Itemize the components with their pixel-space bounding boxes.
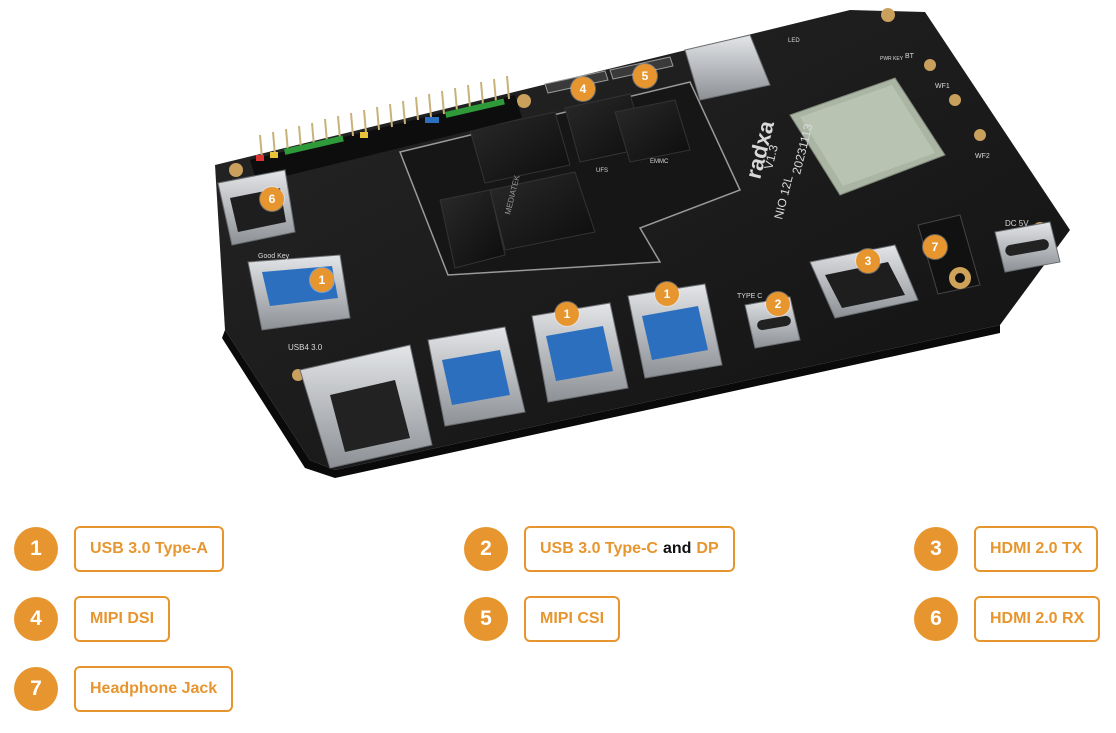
legend-item-4: 4 MIPI DSI xyxy=(14,596,171,642)
marker-hdmi-rx: 6 xyxy=(260,187,284,211)
antenna-connector xyxy=(924,59,936,71)
legend-item-1: 1 USB 3.0 Type-A xyxy=(14,526,224,572)
legend-badge: 7 xyxy=(14,667,58,711)
legend-item-5: 5 MIPI CSI xyxy=(464,596,621,642)
mount-hole xyxy=(517,94,531,108)
wifi-module-top xyxy=(800,85,935,186)
legend-label: HDMI 2.0 RX xyxy=(974,596,1101,642)
usb-a-port-1 xyxy=(427,326,526,427)
marker-hdmi-tx: 3 xyxy=(856,249,880,273)
legend-badge: 6 xyxy=(914,597,958,641)
wf1-silk: WF1 xyxy=(935,83,950,90)
legend-label: HDMI 2.0 TX xyxy=(974,526,1099,572)
mount-hole xyxy=(881,8,895,22)
legend-label: Headphone Jack xyxy=(74,666,234,712)
emmc-chip xyxy=(614,99,691,163)
dc-silk: DC 5V xyxy=(1005,219,1029,228)
hdmi-tx-opening xyxy=(825,262,905,308)
legend-label-part-b: DP xyxy=(696,540,719,557)
usb4-silk: USB4 3.0 xyxy=(288,343,323,352)
legend-label: USB 3.0 Type-C and DP xyxy=(524,526,735,572)
marker-headphone-jack: 7 xyxy=(923,235,947,259)
marker-usb-a-4: 1 xyxy=(310,268,334,292)
marker-number: 5 xyxy=(641,69,649,83)
wf2-silk: WF2 xyxy=(975,153,990,160)
good-key-silk: Good Key xyxy=(258,253,290,260)
mount-hole xyxy=(229,163,243,177)
legend-item-2: 2 USB 3.0 Type-C and DP xyxy=(464,526,735,572)
marker-number: 6 xyxy=(268,192,276,206)
marker-number: 1 xyxy=(563,307,571,321)
gpio-color-strip xyxy=(256,98,505,161)
bt-silk: BT xyxy=(905,53,915,60)
led-silk: LED xyxy=(788,38,800,44)
legend-badge: 5 xyxy=(464,597,508,641)
legend-label-joiner: and xyxy=(662,540,692,557)
marker-mipi-csi: 5 xyxy=(633,64,657,88)
pwr-key-silk: PWR KEY xyxy=(880,56,904,62)
legend-badge: 2 xyxy=(464,527,508,571)
legend-item-3: 3 HDMI 2.0 TX xyxy=(914,526,1099,572)
type-c-silk: TYPE C xyxy=(737,293,762,300)
ethernet-opening xyxy=(330,380,410,452)
ufs-chip xyxy=(469,111,571,184)
legend-label: MIPI DSI xyxy=(74,596,171,642)
marker-usb-a-2: 1 xyxy=(555,302,579,326)
gpio-header xyxy=(250,95,522,183)
legend-label: USB 3.0 Type-A xyxy=(74,526,224,572)
antenna-connector xyxy=(949,94,961,106)
legend-badge: 4 xyxy=(14,597,58,641)
board-illustration: radxa NIO 12L V1.3 20231113 USB4 3.0 TYP… xyxy=(215,8,1070,478)
legend-item-6: 6 HDMI 2.0 RX xyxy=(914,596,1101,642)
board-image: radxa NIO 12L V1.3 20231113 USB4 3.0 TYP… xyxy=(215,8,1070,478)
legend-label: MIPI CSI xyxy=(524,596,621,642)
ufs-silk: UFS xyxy=(596,168,608,174)
legend-label-part-a: USB 3.0 Type-C xyxy=(540,540,658,557)
marker-number: 3 xyxy=(864,254,872,268)
legend-item-7: 7 Headphone Jack xyxy=(14,666,234,712)
marker-number: 1 xyxy=(318,273,326,287)
emmc-silk: EMMC xyxy=(650,159,669,165)
ram-chip xyxy=(439,189,506,269)
version-silk: V1.3 xyxy=(761,143,781,171)
legend-badge: 1 xyxy=(14,527,58,571)
sd-slot xyxy=(684,34,771,101)
marker-usb-c: 2 xyxy=(766,292,790,316)
soc-chip xyxy=(489,171,596,251)
marker-number: 2 xyxy=(774,297,782,311)
antenna-connector xyxy=(974,129,986,141)
marker-number: 7 xyxy=(931,240,939,254)
legend-badge: 3 xyxy=(914,527,958,571)
marker-number: 1 xyxy=(663,287,671,301)
usb-a-port-2 xyxy=(531,302,629,403)
marker-number: 4 xyxy=(579,82,587,96)
marker-mipi-dsi: 4 xyxy=(571,77,595,101)
marker-usb-a-3: 1 xyxy=(655,282,679,306)
usb-a-port-3 xyxy=(627,283,723,379)
